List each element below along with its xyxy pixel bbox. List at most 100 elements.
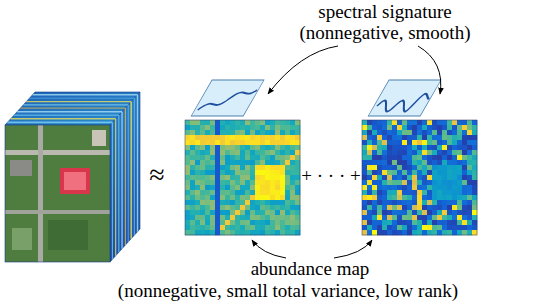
map-pixel [427,190,432,195]
map-pixel [427,145,432,150]
map-pixel [290,200,295,205]
map-pixel [280,125,285,130]
map-pixel [447,175,452,180]
map-pixel [270,185,275,190]
map-pixel [280,205,285,210]
building [64,172,86,190]
map-pixel [412,160,417,165]
map-pixel [467,205,472,210]
map-pixel [392,185,397,190]
map-pixel [275,130,280,135]
map-pixel [397,205,402,210]
map-pixel [457,220,462,225]
map-pixel [432,140,437,145]
map-pixel [407,145,412,150]
map-pixel [397,215,402,220]
map-pixel [250,155,255,160]
map-pixel [402,185,407,190]
map-pixel [432,130,437,135]
spectral-stripe [17,111,122,112]
map-pixel [275,135,280,140]
map-pixel [427,175,432,180]
road [38,125,43,262]
map-pixel [240,180,245,185]
map-pixel [195,180,200,185]
map-pixel [462,180,467,185]
map-pixel [280,190,285,195]
map-pixel [467,180,472,185]
map-pixel [362,150,367,155]
map-pixel [210,145,215,150]
map-pixel [467,135,472,140]
map-pixel [195,160,200,165]
map-pixel [275,155,280,160]
map-pixel [447,230,452,235]
map-pixel [255,125,260,130]
map-pixel [417,185,422,190]
map-pixel [230,230,235,235]
map-pixel [382,140,387,145]
map-pixel [270,210,275,215]
map-pixel [205,160,210,165]
road [5,150,110,155]
map-pixel [397,175,402,180]
map-pixel [230,160,235,165]
map-pixel [452,135,457,140]
map-pixel [255,225,260,230]
map-pixel [185,125,190,130]
map-pixel [230,220,235,225]
map-pixel [200,155,205,160]
map-pixel [250,165,255,170]
map-pixel [442,155,447,160]
map-pixel [210,155,215,160]
map-pixel [382,220,387,225]
map-pixel [270,180,275,185]
map-pixel [260,210,265,215]
map-pixel [437,225,442,230]
map-pixel [412,145,417,150]
map-pixel [387,130,392,135]
data-cube [5,92,140,262]
map-pixel [185,215,190,220]
map-pixel [285,155,290,160]
map-pixel [397,195,402,200]
map-pixel [275,190,280,195]
map-pixel [205,205,210,210]
map-pixel [452,230,457,235]
map-pixel [235,230,240,235]
spectral-stripe [121,112,122,249]
map-pixel [447,165,452,170]
map-pixel [205,210,210,215]
map-pixel [195,225,200,230]
map-pixel [377,155,382,160]
map-pixel [472,140,477,145]
map-pixel [255,150,260,155]
map-pixel [442,230,447,235]
map-pixel [260,170,265,175]
map-pixel [205,125,210,130]
map-pixel [280,225,285,230]
map-pixel [407,130,412,135]
map-pixel [255,160,260,165]
map-pixel [245,145,250,150]
map-pixel [285,195,290,200]
map-pixel [392,230,397,235]
map-pixel [472,215,477,220]
map-pixel [457,210,462,215]
map-pixel [225,230,230,235]
map-pixel [205,155,210,160]
map-pixel [432,210,437,215]
map-pixel [215,160,220,165]
map-pixel [215,145,220,150]
map-pixel [452,210,457,215]
map-pixel [280,160,285,165]
map-pixel [372,145,377,150]
map-pixel [407,135,412,140]
map-pixel [275,230,280,235]
map-pixel [225,180,230,185]
map-pixel [372,135,377,140]
map-pixel [367,170,372,175]
map-pixel [190,140,195,145]
map-pixel [240,170,245,175]
map-pixel [362,190,367,195]
